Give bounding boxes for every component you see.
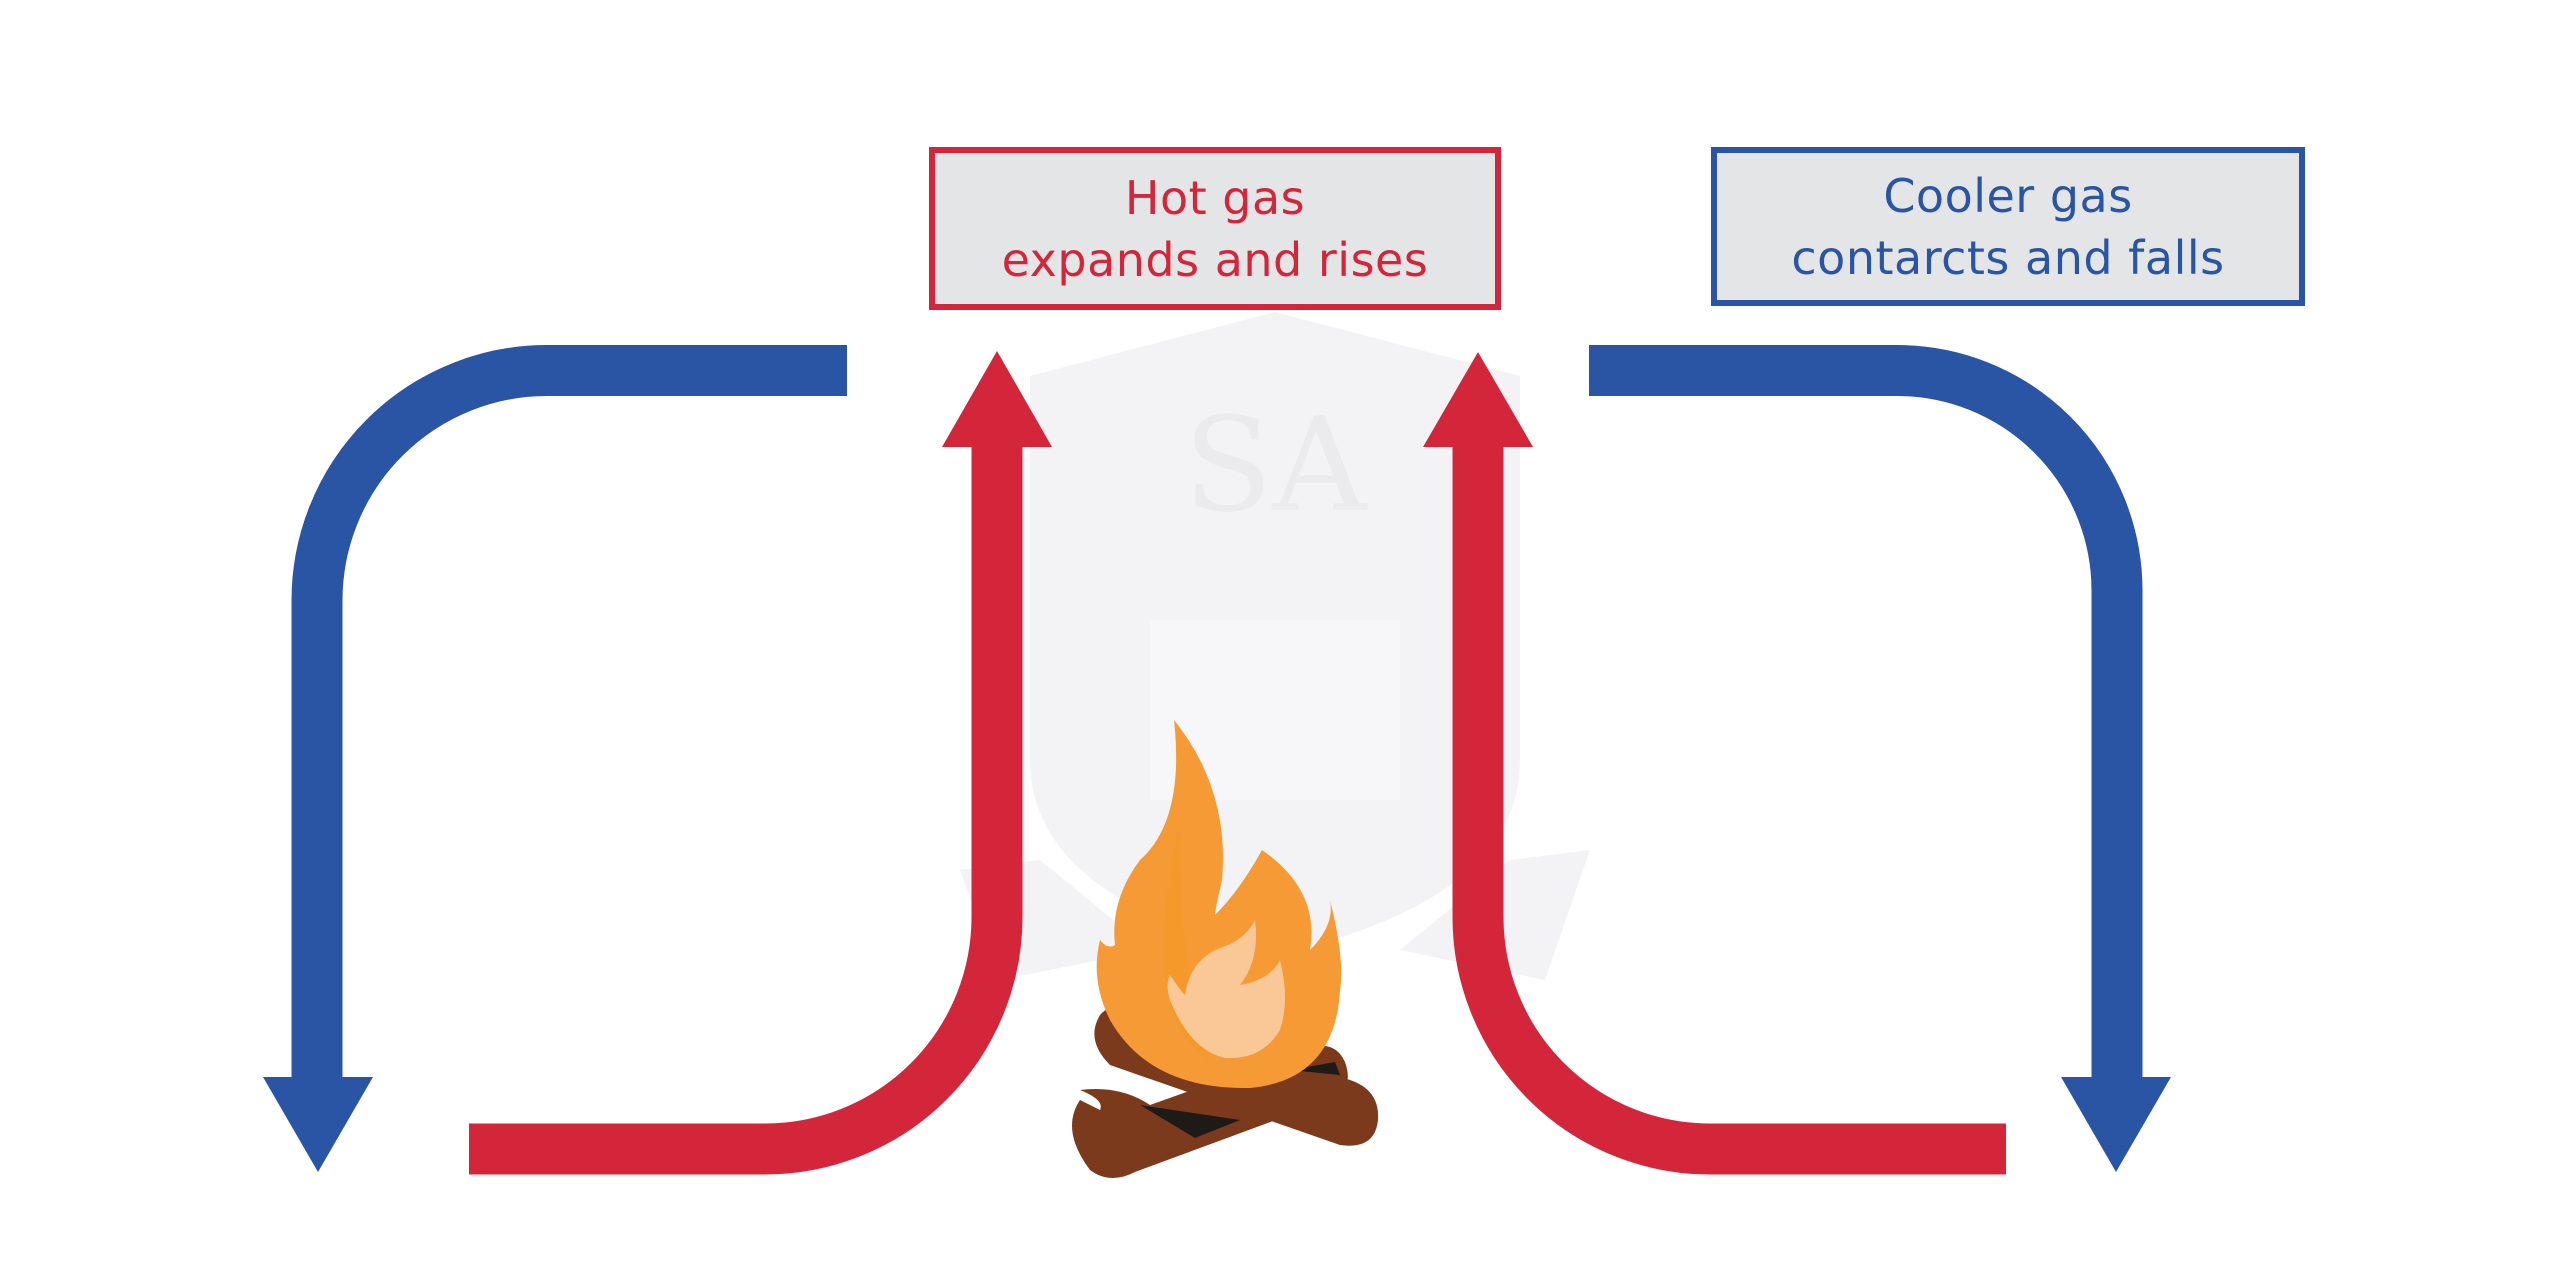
right-blue-falling-arrow: [1589, 345, 2171, 1172]
flame-inner: [1167, 920, 1285, 1059]
hot-gas-label-line1: Hot gas: [1124, 170, 1306, 225]
arrowhead-down-icon: [263, 1077, 373, 1172]
right-red-rising-arrow: [1423, 352, 2006, 1175]
cool-gas-label-line2: contarcts and falls: [1791, 230, 2225, 285]
hot-gas-label-line2: expands and rises: [1001, 232, 1429, 287]
left-red-rising-arrow: [469, 351, 1052, 1175]
cool-gas-label: Cooler gas contarcts and falls: [1711, 147, 2305, 306]
log-shadow: [1290, 1062, 1340, 1075]
campfire-icon: [1072, 720, 1379, 1179]
hot-gas-label: Hot gas expands and rises: [929, 147, 1501, 310]
cool-gas-label-line1: Cooler gas: [1883, 168, 2133, 223]
watermark-text: SA: [1184, 389, 1369, 541]
log-shadow: [1140, 1105, 1240, 1138]
left-blue-falling-arrow: [263, 345, 847, 1172]
arrowhead-up-icon: [1423, 352, 1533, 447]
arrowhead-down-icon: [2061, 1077, 2171, 1172]
arrowhead-up-icon: [942, 351, 1052, 447]
